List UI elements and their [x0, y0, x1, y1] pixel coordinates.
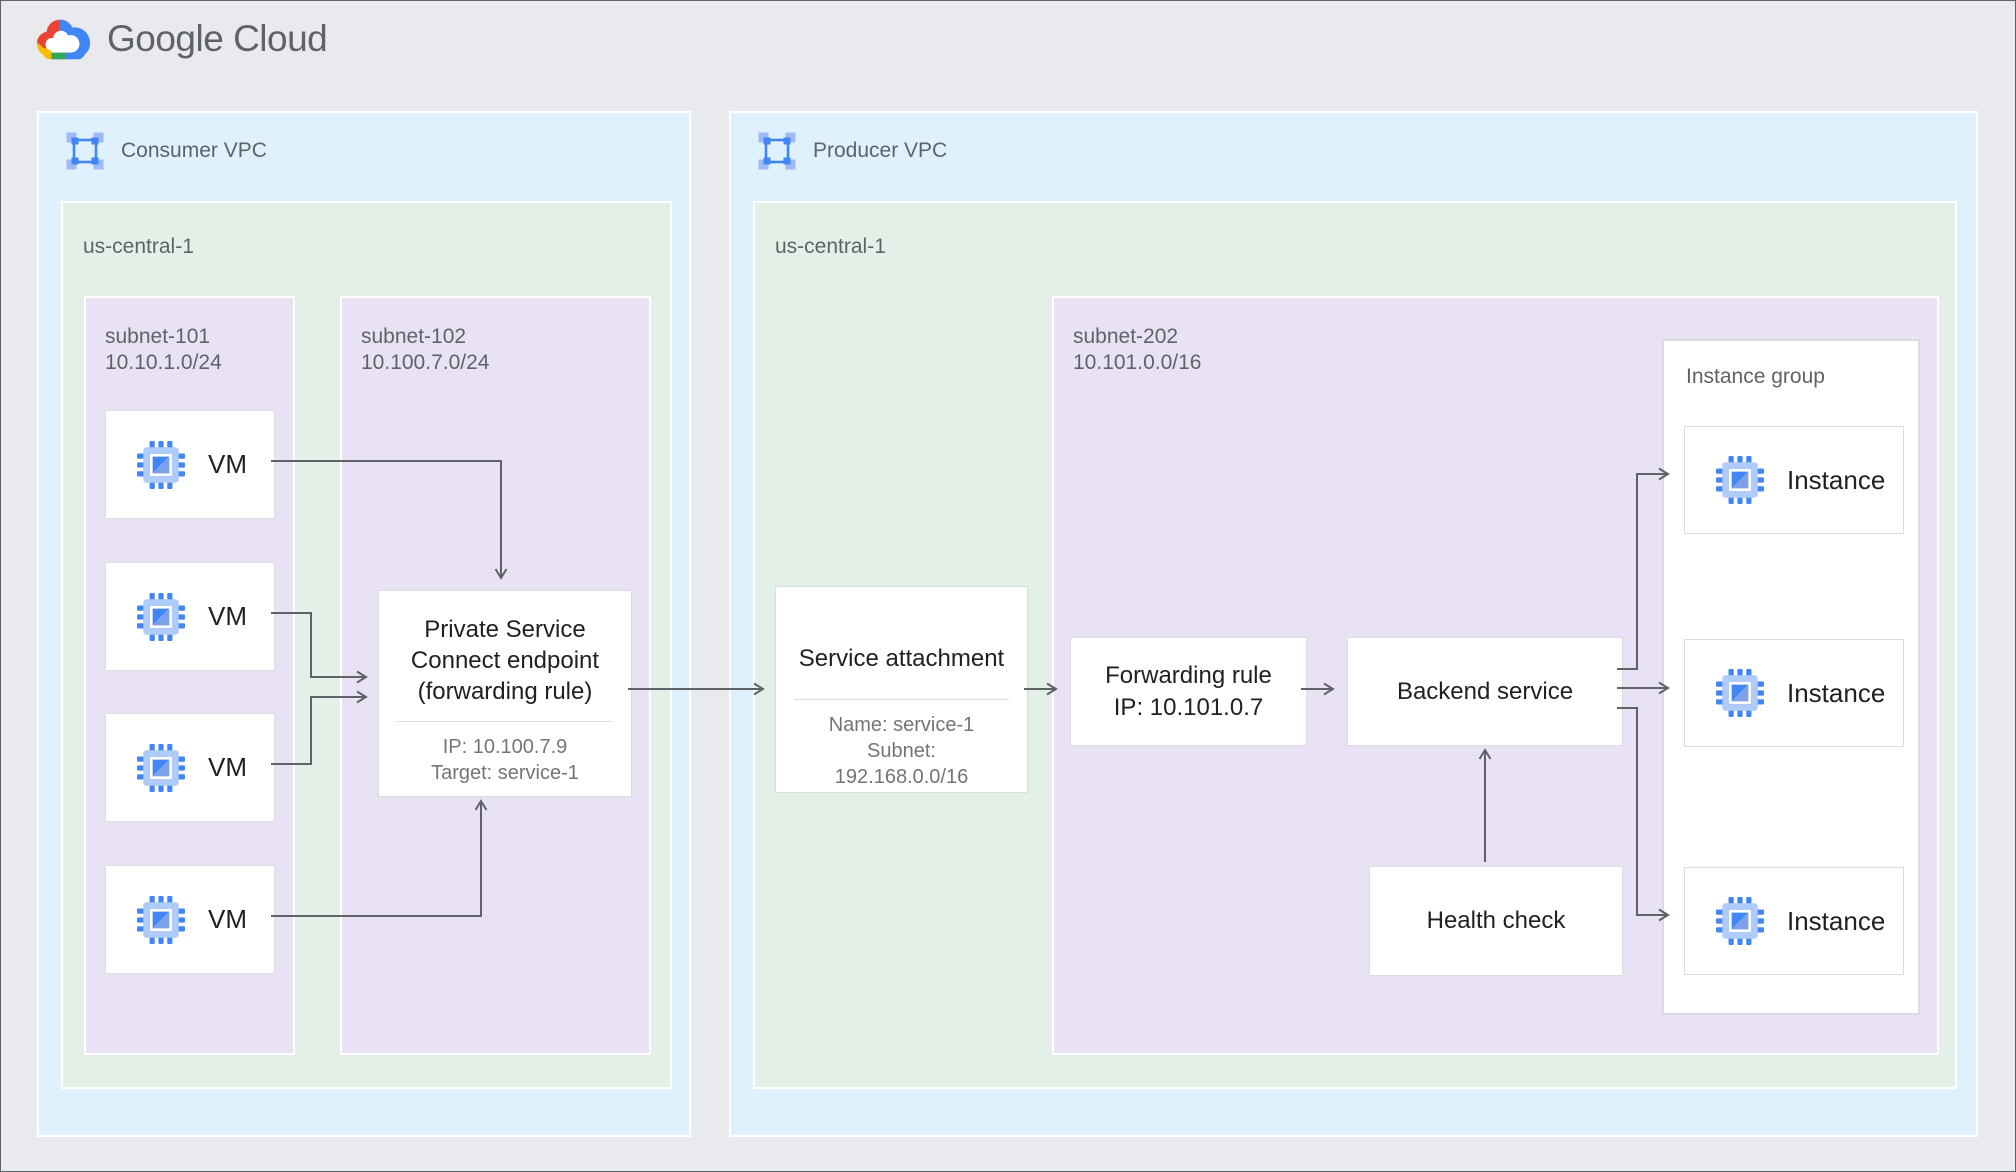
forwarding-rule-box: Forwarding rule IP: 10.101.0.7 — [1070, 637, 1307, 746]
vpc-network-icon — [65, 131, 105, 171]
service-attachment-subnet-label: Subnet: — [867, 740, 936, 762]
subnet-102-cidr: 10.100.7.0/24 — [361, 351, 490, 374]
producer-vpc-label: Producer VPC — [813, 139, 948, 162]
forwarding-rule-ip: IP: 10.101.0.7 — [1113, 693, 1264, 721]
forwarding-rule-title: Forwarding rule — [1105, 661, 1272, 689]
vm-label: VM — [208, 904, 247, 934]
backend-service-label: Backend service — [1396, 677, 1574, 705]
consumer-region: us-central-1 subnet-101 10.10.1.0/24 VM … — [61, 201, 672, 1089]
psc-endpoint-ip: IP: 10.100.7.9 — [442, 736, 568, 758]
consumer-vpc-label: Consumer VPC — [121, 139, 267, 162]
health-check-label: Health check — [1426, 907, 1566, 934]
instance-label: Instance — [1787, 905, 1886, 936]
vm-label: VM — [208, 601, 247, 631]
vm-box-1: VM — [105, 410, 275, 519]
service-attachment-name: Name: service-1 — [828, 714, 975, 736]
subnet-202-label: subnet-202 10.101.0.0/16 — [1073, 324, 1201, 376]
consumer-vpc-header: Consumer VPC — [65, 131, 267, 171]
instance-group-box: Instance group Instance Instance Instanc… — [1662, 339, 1920, 1015]
producer-vpc-container: Producer VPC us-central-1 Service attach… — [729, 111, 1978, 1137]
service-attachment-box: Service attachment Name: service-1 Subne… — [775, 586, 1028, 793]
vpc-network-icon — [757, 131, 797, 171]
service-attachment-subnet-value: 192.168.0.0/16 — [834, 766, 969, 788]
consumer-vpc-container: Consumer VPC us-central-1 subnet-101 10.… — [37, 111, 691, 1137]
instance-label: Instance — [1787, 464, 1886, 495]
subnet-102-name: subnet-102 — [361, 325, 467, 348]
divider — [794, 699, 1009, 700]
vm-label: VM — [208, 752, 247, 782]
vm-box-2: VM — [105, 562, 275, 671]
producer-vpc-header: Producer VPC — [757, 131, 947, 171]
instance-box-1: Instance — [1684, 426, 1904, 534]
divider — [397, 721, 613, 722]
backend-service-box: Backend service — [1347, 637, 1623, 746]
compute-engine-icon — [137, 895, 185, 944]
psc-endpoint-box: Private Service Connect endpoint (forwar… — [378, 590, 632, 797]
subnet-101-label: subnet-101 10.10.1.0/24 — [105, 324, 222, 376]
subnet-101-cidr: 10.10.1.0/24 — [105, 351, 222, 374]
google-cloud-logo-icon — [36, 19, 91, 60]
vm-box-3: VM — [105, 713, 275, 822]
subnet-102-label: subnet-102 10.100.7.0/24 — [361, 324, 489, 376]
producer-region-label: us-central-1 — [775, 235, 886, 258]
psc-endpoint-target: Target: service-1 — [431, 762, 579, 784]
subnet-101-name: subnet-101 — [105, 325, 211, 348]
subnet-202-name: subnet-202 — [1073, 325, 1179, 348]
compute-engine-icon — [137, 440, 185, 489]
subnet-202-cidr: 10.101.0.0/16 — [1073, 351, 1202, 374]
compute-engine-icon — [1716, 669, 1764, 717]
compute-engine-icon — [137, 743, 185, 792]
subnet-102: subnet-102 10.100.7.0/24 Private Service… — [340, 296, 651, 1055]
subnet-202: subnet-202 10.101.0.0/16 Forwarding rule… — [1052, 296, 1939, 1055]
psc-endpoint-title: Private Service Connect endpoint (forwar… — [410, 616, 600, 705]
instance-label: Instance — [1787, 677, 1886, 708]
instance-group-label: Instance group — [1686, 365, 1825, 388]
compute-engine-icon — [1716, 897, 1764, 945]
instance-box-3: Instance — [1684, 867, 1904, 975]
producer-region: us-central-1 Service attachment Name: se… — [753, 201, 1957, 1089]
service-attachment-title: Service attachment — [798, 645, 1005, 672]
google-cloud-logo: Google Cloud — [31, 17, 328, 61]
subnet-101: subnet-101 10.10.1.0/24 VM VM VM V — [84, 296, 295, 1055]
vm-label: VM — [208, 449, 247, 479]
compute-engine-icon — [1716, 456, 1764, 504]
google-cloud-wordmark: Google Cloud — [107, 18, 328, 59]
compute-engine-icon — [137, 592, 185, 641]
instance-box-2: Instance — [1684, 639, 1904, 747]
health-check-box: Health check — [1369, 866, 1623, 976]
consumer-region-label: us-central-1 — [83, 235, 194, 258]
vm-box-4: VM — [105, 865, 275, 974]
